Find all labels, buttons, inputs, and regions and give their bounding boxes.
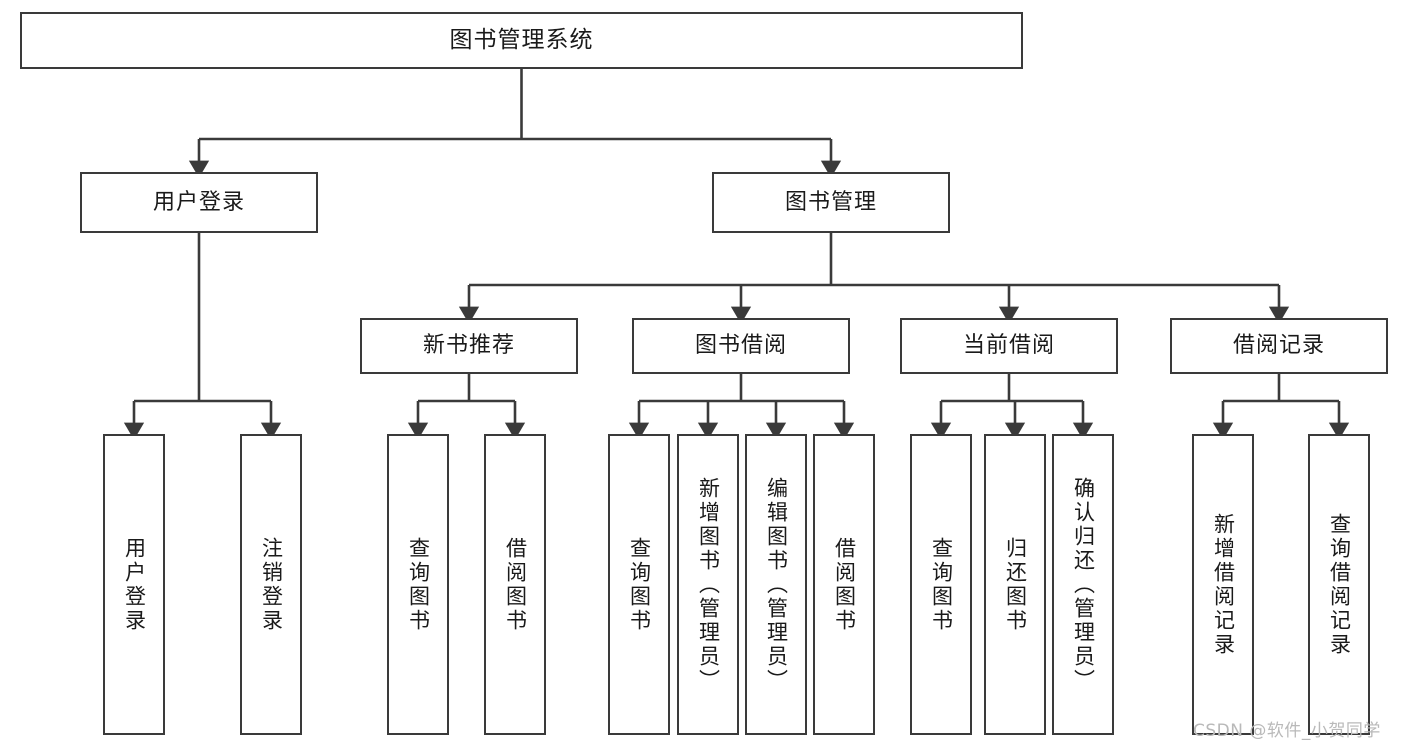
node-leaf-query-book-cur[interactable]: 查询图书	[910, 434, 972, 735]
csdn-watermark: CSDN @软件_小贺同学	[1193, 721, 1381, 741]
node-leaf-edit-book[interactable]: 编辑图书（管理员）	[745, 434, 807, 735]
node-label-leaf-confirm-return: 确认归还（管理员）	[1071, 476, 1096, 693]
node-leaf-confirm-return[interactable]: 确认归还（管理员）	[1052, 434, 1114, 735]
node-leaf-query-record[interactable]: 查询借阅记录	[1308, 434, 1370, 735]
node-borrow-record[interactable]: 借阅记录	[1170, 318, 1388, 374]
node-leaf-borrow-book[interactable]: 借阅图书	[813, 434, 875, 735]
node-leaf-logout[interactable]: 注销登录	[240, 434, 302, 735]
node-label-root: 图书管理系统	[449, 26, 594, 53]
node-label-leaf-query-book-borrow: 查询图书	[627, 536, 652, 633]
node-current-borrow[interactable]: 当前借阅	[900, 318, 1118, 374]
node-label-leaf-borrow-book-rec: 借阅图书	[503, 536, 528, 633]
node-label-leaf-borrow-book: 借阅图书	[832, 536, 857, 633]
node-leaf-query-book-rec[interactable]: 查询图书	[387, 434, 449, 735]
node-label-leaf-add-record: 新增借阅记录	[1211, 512, 1236, 657]
node-label-leaf-query-record: 查询借阅记录	[1327, 512, 1352, 657]
node-label-leaf-add-book: 新增图书（管理员）	[696, 476, 721, 693]
node-leaf-add-record[interactable]: 新增借阅记录	[1192, 434, 1254, 735]
node-new-book-recommend[interactable]: 新书推荐	[360, 318, 578, 374]
node-leaf-add-book[interactable]: 新增图书（管理员）	[677, 434, 739, 735]
node-leaf-borrow-book-rec[interactable]: 借阅图书	[484, 434, 546, 735]
node-leaf-return-book[interactable]: 归还图书	[984, 434, 1046, 735]
node-label-user-login: 用户登录	[152, 189, 245, 215]
node-label-leaf-query-book-rec: 查询图书	[406, 536, 431, 633]
node-leaf-user-login[interactable]: 用户登录	[103, 434, 165, 735]
node-label-leaf-user-login: 用户登录	[122, 536, 147, 633]
node-book-manage[interactable]: 图书管理	[712, 172, 950, 233]
node-book-borrow[interactable]: 图书借阅	[632, 318, 850, 374]
node-label-current-borrow: 当前借阅	[962, 333, 1055, 359]
node-label-book-borrow: 图书借阅	[694, 333, 787, 359]
node-leaf-query-book-borrow[interactable]: 查询图书	[608, 434, 670, 735]
node-label-leaf-query-book-cur: 查询图书	[929, 536, 954, 633]
node-user-login[interactable]: 用户登录	[80, 172, 318, 233]
node-label-book-manage: 图书管理	[784, 189, 877, 215]
tree-edges	[123, 69, 1350, 440]
node-label-borrow-record: 借阅记录	[1232, 333, 1325, 359]
node-label-leaf-logout: 注销登录	[259, 536, 284, 633]
node-label-leaf-edit-book: 编辑图书（管理员）	[764, 476, 789, 693]
node-label-leaf-return-book: 归还图书	[1003, 536, 1028, 633]
node-label-new-book-recommend: 新书推荐	[422, 333, 515, 359]
node-root[interactable]: 图书管理系统	[20, 12, 1023, 69]
